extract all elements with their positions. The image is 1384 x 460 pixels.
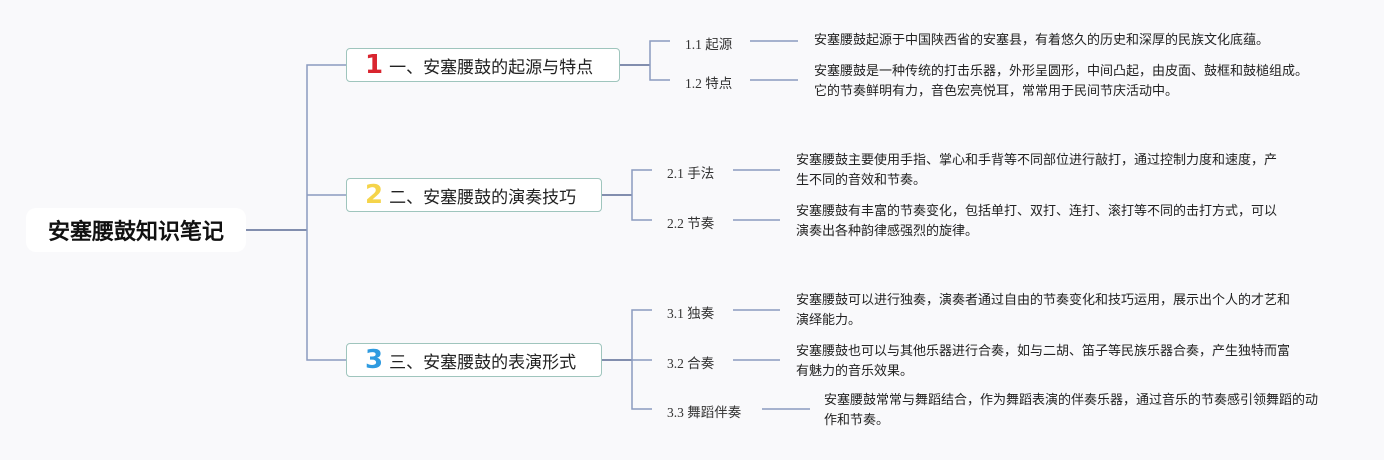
subtopic-3-1[interactable]: 3.1 独奏 — [667, 306, 715, 321]
topic-label: 三、安塞腰鼓的表演形式 — [389, 352, 577, 373]
topic-node-1[interactable]: 1 一、安塞腰鼓的起源与特点 — [346, 48, 620, 82]
number-badge-1: 1 — [365, 50, 384, 80]
root-title: 安塞腰鼓知识笔记 — [47, 220, 224, 245]
subtopic-3-3[interactable]: 3.3 舞蹈伴奏 — [667, 405, 742, 420]
subtopic-3-2[interactable]: 3.2 合奏 — [667, 356, 715, 371]
description-1-2: 安塞腰鼓是一种传统的打击乐器，外形呈圆形，中间凸起，由皮面、鼓框和鼓槌组成。它的… — [814, 64, 1309, 99]
subtopic-1-1[interactable]: 1.1 起源 — [685, 37, 733, 52]
description-1-1: 安塞腰鼓起源于中国陕西省的安塞县，有着悠久的历史和深厚的民族文化底蕴。 — [814, 33, 1270, 48]
description-2-2: 安塞腰鼓有丰富的节奏变化，包括单打、双打、连打、滚打等不同的击打方式，可以演奏出… — [796, 204, 1278, 239]
topic-label: 二、安塞腰鼓的演奏技巧 — [389, 187, 577, 208]
number-badge-2: 2 — [365, 180, 384, 210]
topic-label: 一、安塞腰鼓的起源与特点 — [389, 57, 594, 78]
subtopic-2-1[interactable]: 2.1 手法 — [667, 166, 715, 181]
subtopic-2-2[interactable]: 2.2 节奏 — [667, 216, 715, 231]
description-3-1: 安塞腰鼓可以进行独奏，演奏者通过自由的节奏变化和技巧运用，展示出个人的才艺和演绎… — [796, 293, 1291, 328]
description-3-3: 安塞腰鼓常常与舞蹈结合，作为舞蹈表演的伴奏乐器，通过音乐的节奏感引领舞蹈的动作和… — [824, 393, 1319, 428]
description-2-1: 安塞腰鼓主要使用手指、掌心和手背等不同部位进行敲打，通过控制力度和速度，产生不同… — [796, 153, 1278, 188]
root-node[interactable]: 安塞腰鼓知识笔记 — [26, 208, 246, 252]
description-3-2: 安塞腰鼓也可以与其他乐器进行合奏，如与二胡、笛子等民族乐器合奏，产生独特而富有魅… — [796, 344, 1291, 379]
topic-node-2[interactable]: 2 二、安塞腰鼓的演奏技巧 — [346, 178, 602, 212]
topic-node-3[interactable]: 3 三、安塞腰鼓的表演形式 — [346, 343, 602, 377]
subtopic-1-2[interactable]: 1.2 特点 — [685, 76, 733, 91]
number-badge-3: 3 — [365, 345, 384, 375]
